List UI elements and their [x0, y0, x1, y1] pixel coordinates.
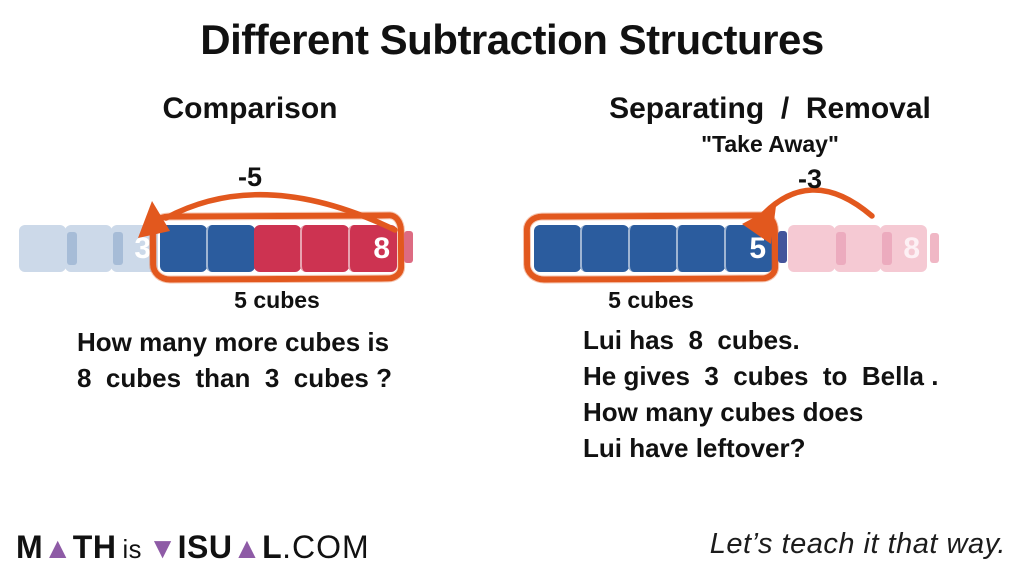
triangle-up-icon: ▲ [43, 532, 73, 565]
arrow-label: -5 [237, 162, 262, 192]
comparison-arrow-icon [138, 191, 398, 238]
cube-connector-tab [113, 232, 123, 265]
cube-count-caption: 5 cubes [234, 287, 320, 313]
cube-connector-nub [930, 233, 939, 263]
cube-row-difference-five: 8 [160, 225, 397, 272]
cube-connector-nub [778, 231, 787, 263]
logo-letter: M [16, 529, 44, 565]
cube [676, 225, 725, 272]
cube: 8 [880, 225, 927, 272]
logo-letter: ISU [177, 529, 233, 565]
slide-title: Different Subtraction Structures [200, 16, 824, 63]
cube-number: 3 [134, 231, 151, 265]
section-subheading-take-away: "Take Away" [701, 131, 839, 157]
cube-count-caption: 5 cubes [608, 287, 694, 313]
section-heading-separating: Separating / Removal [609, 92, 931, 125]
takeaway-story: Lui has 8 cubes. He gives 3 cubes to Bel… [583, 325, 939, 463]
cube-connector-tab [882, 232, 892, 265]
cube-number: 8 [903, 231, 920, 265]
cube-connector-tab [67, 232, 77, 265]
cube-number: 5 [749, 231, 766, 265]
cube [580, 225, 629, 272]
cube-row-remaining-five: 5 [534, 225, 773, 272]
logo-letter: L [262, 529, 283, 565]
triangle-up-icon: ▲ [232, 532, 263, 565]
takeaway-arrow-icon [742, 187, 875, 244]
logo-word-is: is [122, 536, 142, 564]
cube [160, 225, 207, 272]
logo-com-suffix: .COM [282, 529, 370, 565]
triangle-down-icon: ▼ [147, 532, 178, 565]
cube-row-faded-removed: 8 [788, 225, 927, 272]
logo-letter: TH [72, 529, 117, 565]
tagline: Let’s teach it that way. [709, 528, 1006, 560]
cube-number: 8 [373, 231, 390, 265]
cube-connector-tab [836, 232, 846, 265]
cube [788, 225, 835, 272]
cube [19, 225, 66, 272]
cube-connector-nub [404, 231, 413, 263]
arrow-label: -3 [797, 164, 822, 194]
cube [628, 225, 677, 272]
cube [206, 225, 255, 272]
section-heading-comparison: Comparison [162, 92, 338, 125]
cube [834, 225, 881, 272]
cube [65, 225, 112, 272]
cube [254, 225, 301, 272]
cube: 8 [348, 225, 397, 272]
cube [300, 225, 349, 272]
cube [534, 225, 581, 272]
comparison-question: How many more cubes is 8 cubes than 3 cu… [77, 327, 392, 393]
